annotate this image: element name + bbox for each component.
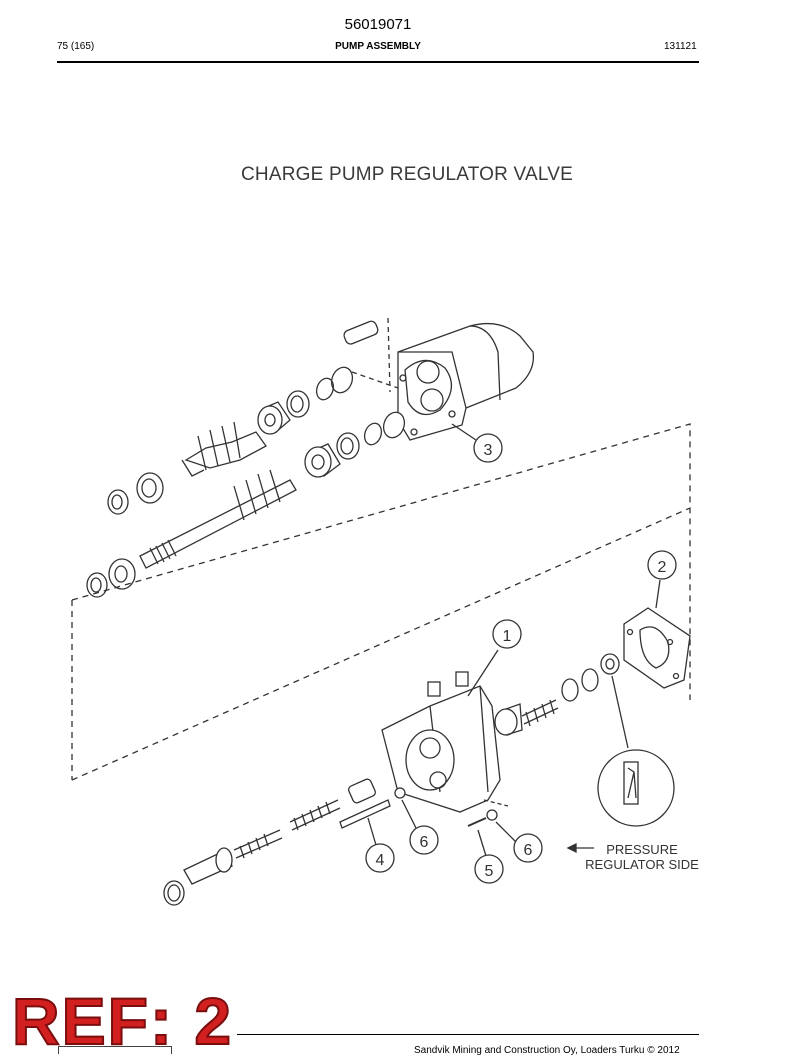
note-line-2: REGULATOR SIDE — [585, 857, 699, 872]
svg-text:5: 5 — [485, 863, 494, 880]
regulator-valve-assembly: 1 4 6 5 6 — [163, 619, 675, 906]
svg-text:2: 2 — [658, 559, 667, 576]
gasket: 2 — [623, 550, 691, 689]
date-code: 131121 — [664, 41, 697, 52]
callout-6-right — [513, 833, 543, 863]
footer-rule — [237, 1034, 699, 1035]
section-title: PUMP ASSEMBLY — [335, 41, 421, 52]
page-indicator: 75 (165) — [57, 41, 95, 52]
svg-text:4: 4 — [376, 852, 385, 869]
callout-4 — [365, 843, 395, 873]
logo-strip — [58, 1046, 172, 1054]
callout-3 — [473, 433, 503, 463]
callout-6-left — [409, 825, 439, 855]
svg-text:1: 1 — [503, 628, 512, 645]
header-rule — [57, 61, 699, 63]
callout-1 — [492, 619, 522, 649]
svg-text:6: 6 — [420, 834, 429, 851]
callout-5 — [474, 854, 504, 884]
dashed-envelope — [71, 423, 691, 781]
note-line-1: PRESSURE — [606, 842, 678, 857]
pressure-regulator-note: PRESSURE REGULATOR SIDE — [580, 842, 704, 872]
svg-text:3: 3 — [484, 442, 493, 459]
upper-gear-assembly: 3 — [86, 317, 535, 598]
footer-copyright: Sandvik Mining and Construction Oy, Load… — [414, 1045, 680, 1056]
callout-2 — [647, 550, 677, 580]
figure-title: CHARGE PUMP REGULATOR VALVE — [241, 164, 573, 185]
svg-text:6: 6 — [524, 842, 533, 859]
document-number: 56019071 — [344, 16, 412, 33]
